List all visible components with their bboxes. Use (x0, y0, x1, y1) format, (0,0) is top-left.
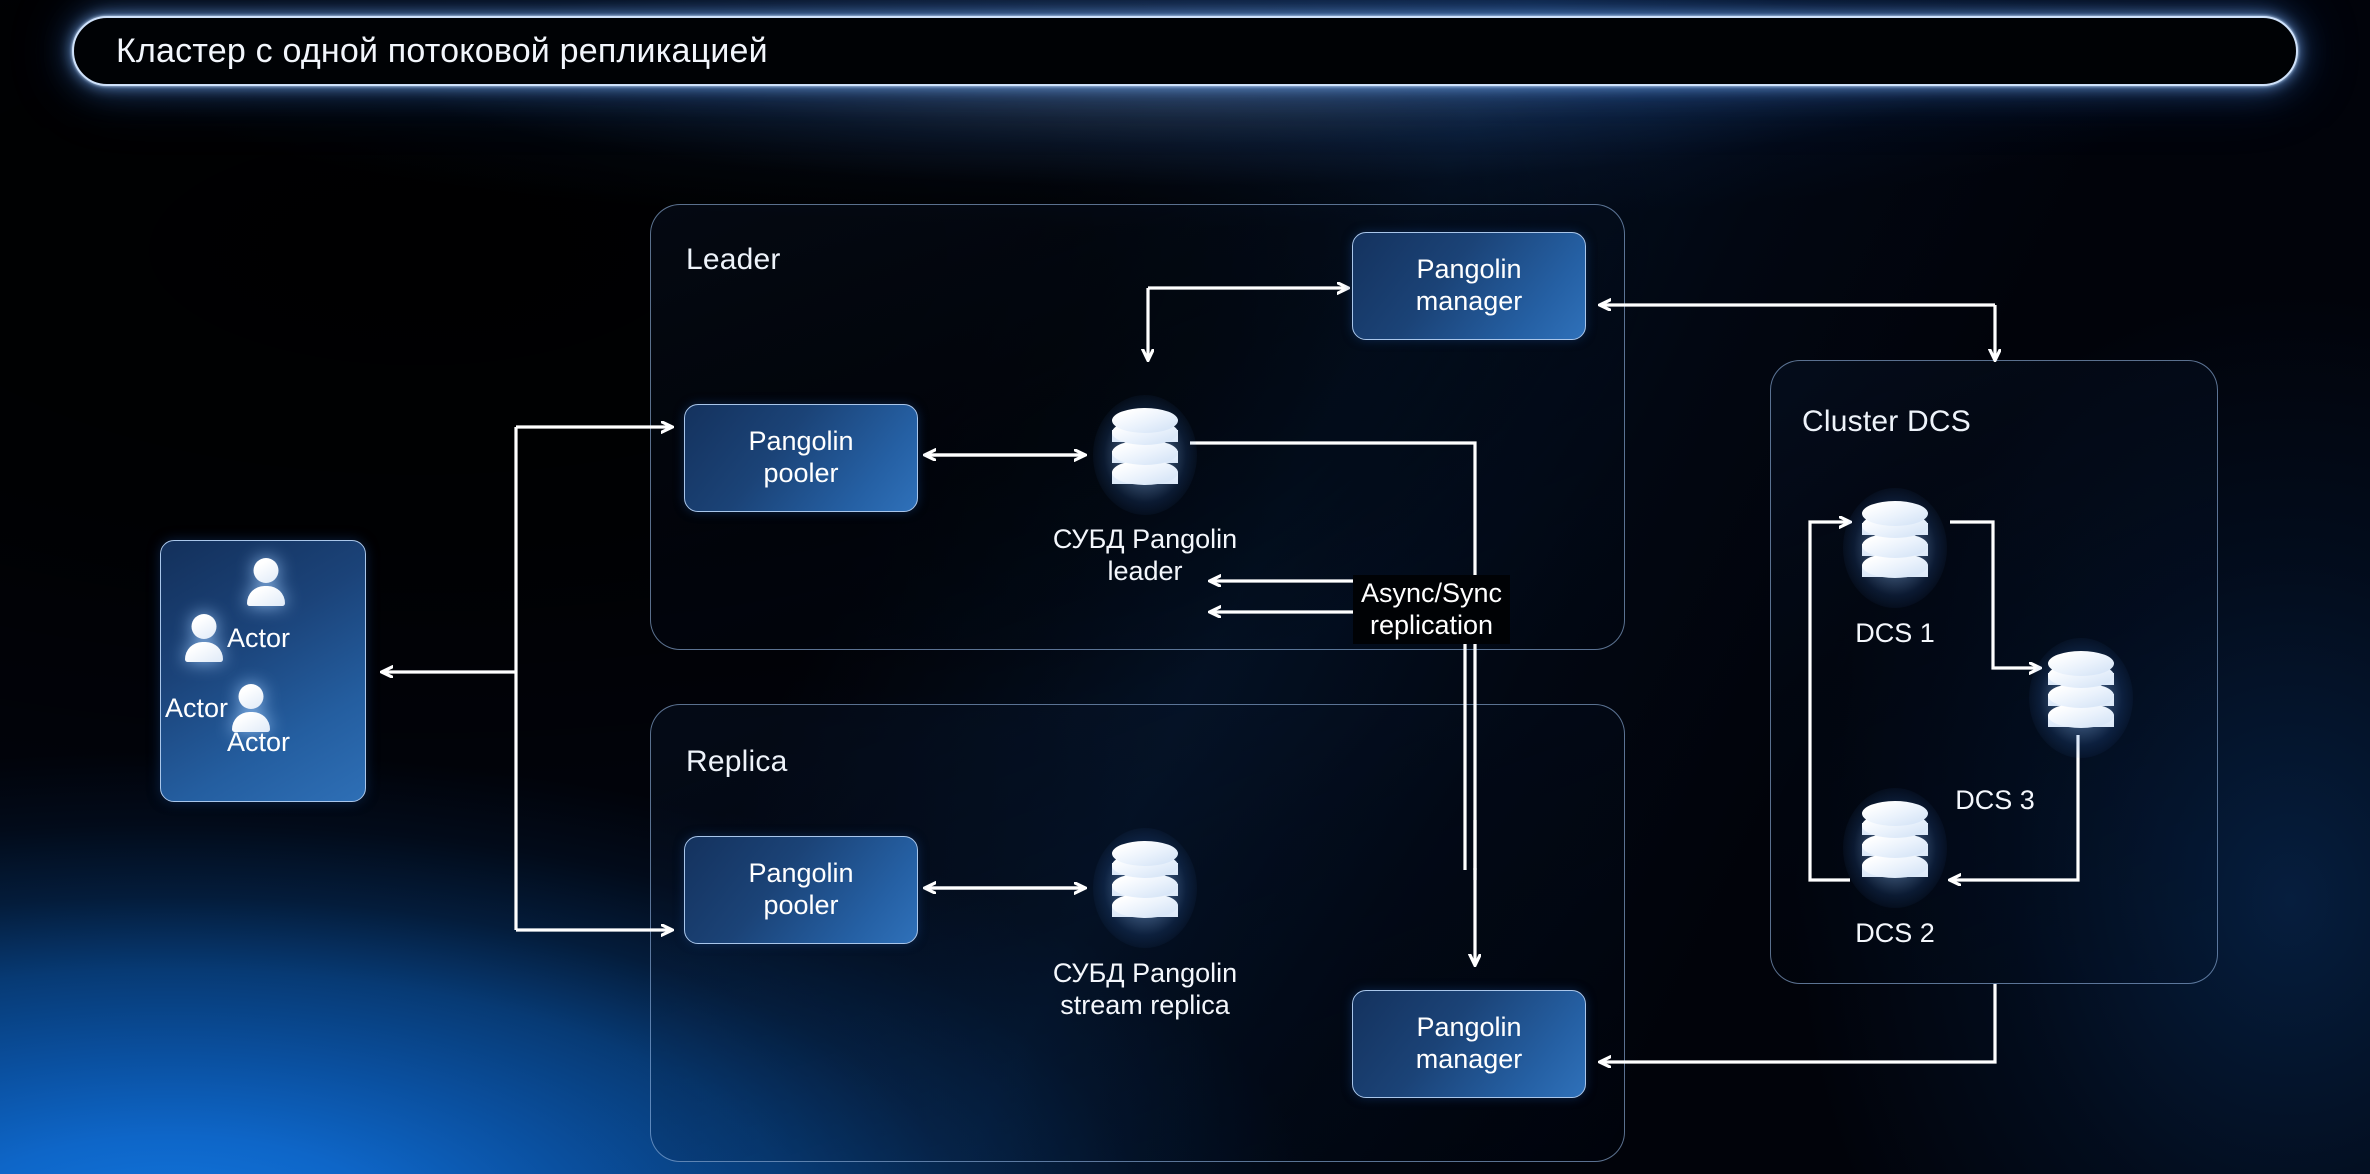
replica-pangolin-manager[interactable]: Pangolin manager (1352, 990, 1586, 1098)
group-cluster-dcs-label: Cluster DCS (1802, 405, 1971, 438)
replica-database-caption: СУБД Pangolin stream replica (965, 958, 1325, 1022)
replica-manager-label-line1: Pangolin (1416, 1012, 1522, 1043)
replica-database-label-line1: СУБД Pangolin (1052, 958, 1238, 988)
database-icon-replica (1093, 828, 1197, 948)
group-leader-label: Leader (686, 243, 781, 276)
actor-item-3-label-row: Actor (227, 727, 290, 758)
wire-actor-trunk (382, 427, 672, 930)
wire-dcs-to-leader-manager (1600, 305, 1995, 360)
replica-pooler-label-line1: Pangolin (748, 858, 854, 889)
replica-pooler-label-line2: pooler (763, 890, 839, 920)
person-icon (228, 683, 274, 733)
dcs-3-label: DCS 3 (1955, 785, 2035, 815)
person-icon (243, 557, 289, 607)
actor-item-2-label-row: Actor (151, 683, 274, 733)
leader-database-label-line1: СУБД Pangolin (1052, 524, 1238, 554)
dcs-2-label: DCS 2 (1855, 918, 1935, 948)
replication-edge-label: Async/Sync replication (1353, 575, 1511, 644)
database-icon-dcs-3 (2029, 638, 2133, 758)
database-icon-leader (1093, 395, 1197, 515)
database-icon-dcs-2 (1843, 788, 1947, 908)
page-title-pill: Кластер с одной потоковой репликацией (72, 16, 2298, 86)
actor-label: Actor (165, 692, 229, 723)
group-replica-label: Replica (686, 745, 788, 778)
leader-pangolin-pooler[interactable]: Pangolin pooler (684, 404, 918, 512)
replication-label-line1: Async/Sync (1361, 578, 1503, 608)
leader-pooler-label-line1: Pangolin (748, 426, 854, 457)
leader-manager-label-line1: Pangolin (1416, 254, 1522, 285)
leader-database-caption: СУБД Pangolin leader (965, 524, 1325, 588)
leader-manager-label-line2: manager (1415, 286, 1523, 316)
database-icon-dcs-1 (1843, 488, 1947, 608)
wire-dcs-to-replica-manager (1600, 984, 1997, 1062)
actor-label: Actor (227, 727, 291, 757)
replica-pangolin-pooler[interactable]: Pangolin pooler (684, 836, 918, 944)
leader-pangolin-manager[interactable]: Pangolin manager (1352, 232, 1586, 340)
actor-item-1 (243, 557, 289, 607)
replication-label-line2: replication (1369, 610, 1494, 641)
actor-item-1-label-row: Actor (181, 613, 290, 663)
group-cluster-dcs (1770, 360, 2218, 984)
replica-database-label-line2: stream replica (1060, 989, 1230, 1020)
page-title: Кластер с одной потоковой репликацией (116, 31, 768, 70)
leader-pooler-label-line2: pooler (763, 458, 839, 488)
person-icon (181, 613, 227, 663)
dcs-1-label: DCS 1 (1855, 618, 1935, 648)
actor-card[interactable]: Actor Actor Actor (160, 540, 366, 802)
leader-database-label-line2: leader (1107, 555, 1183, 586)
actor-label: Actor (227, 622, 291, 653)
replica-manager-label-line2: manager (1415, 1044, 1523, 1074)
